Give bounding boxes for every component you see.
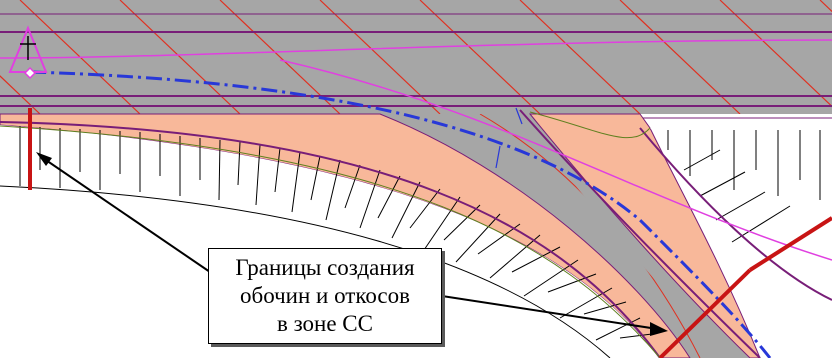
- callout-line-2: обочин и откосов: [240, 283, 410, 308]
- magenta-edge-line: [0, 39, 832, 59]
- callout-line-1: Границы создания: [235, 255, 415, 280]
- inner-slope-bottom-edge: [0, 185, 611, 358]
- diamond-vertex-icon[interactable]: [23, 66, 37, 80]
- callout-leader-arrows: [39, 155, 665, 331]
- inner-slope-area: [0, 125, 660, 358]
- ramp-magenta-line: [279, 59, 832, 261]
- callout-line-3: в зоне СС: [276, 311, 373, 336]
- outer-slope-hatch: [667, 130, 821, 243]
- main-road-edges: [0, 31, 832, 107]
- outer-slope-green-edge: [529, 111, 651, 139]
- boundary-right-lower: [658, 268, 752, 358]
- inner-slope-hatch: [19, 126, 653, 341]
- ramp-edges: [0, 109, 832, 358]
- boundary-right-upper: [748, 216, 832, 272]
- ramp-surface: [380, 114, 750, 358]
- axis-tick-2: [515, 107, 523, 125]
- axis-tick: [495, 145, 501, 169]
- arrowhead-left: [36, 152, 52, 166]
- road-axis-line: [29, 70, 772, 358]
- arrowhead-right: [650, 322, 668, 336]
- annotation-callout: Границы создания обочин и откосов в зоне…: [208, 248, 442, 344]
- slope-green-edge: [0, 125, 661, 358]
